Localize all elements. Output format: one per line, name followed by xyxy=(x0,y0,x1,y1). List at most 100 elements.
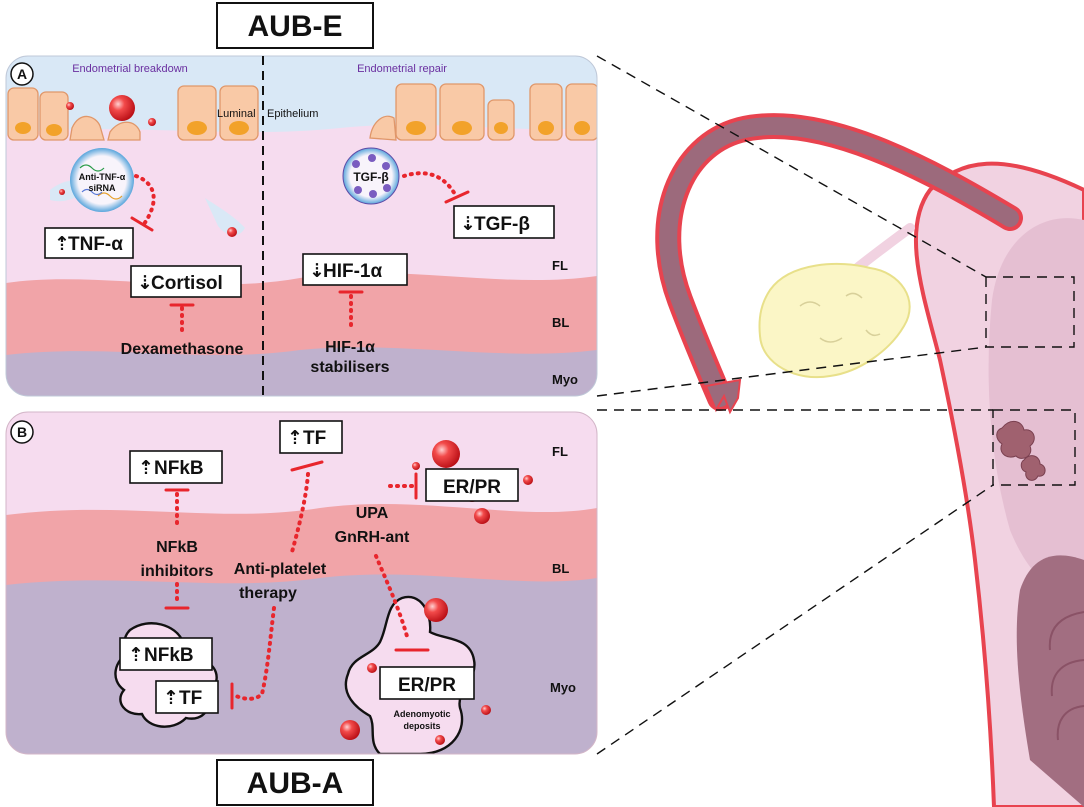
cervical-canal xyxy=(1016,555,1084,807)
svg-text:ER/PR: ER/PR xyxy=(443,477,501,498)
red-blood-cell xyxy=(340,720,360,740)
svg-text:NFkB: NFkB xyxy=(144,645,194,666)
svg-text:⇡: ⇡ xyxy=(138,458,154,479)
inhibition-bar xyxy=(130,216,154,232)
inhibition-tf-bottom xyxy=(234,606,276,701)
anti-tnf-sirna-liposome: Anti-TNF-α siRNA xyxy=(70,148,134,212)
inhibition-bar xyxy=(444,190,470,204)
ovary xyxy=(758,263,911,379)
antiplatelet-label-1: Anti-platelet xyxy=(234,561,327,578)
hif-stabilisers-label-1: HIF-1α xyxy=(325,339,375,356)
gnrh-label: GnRH-ant xyxy=(335,529,410,546)
title-aub-a: AUB-A xyxy=(216,759,374,806)
svg-text:ER/PR: ER/PR xyxy=(398,675,456,696)
title-aub-a-box xyxy=(216,759,374,806)
hif-1a-box: ⇣ HIF-1α xyxy=(302,253,408,286)
epithelium-cells-right xyxy=(369,83,597,141)
cortisol-box: ⇣ Cortisol xyxy=(130,265,242,298)
erpr-box-bottom: ER/PR xyxy=(379,666,475,700)
nfkb-box-bottom: ⇡ NFkB xyxy=(119,637,213,671)
gland-fragment xyxy=(205,198,245,236)
inhibition-tf xyxy=(290,472,310,554)
red-blood-cell xyxy=(227,227,237,237)
svg-text:B: B xyxy=(17,424,27,440)
title-aub-e-box xyxy=(216,2,374,49)
dexamethasone-label: Dexamethasone xyxy=(121,341,244,358)
epithelium-cells-left xyxy=(7,85,259,141)
fallopian-tube xyxy=(659,117,1019,407)
adenomyotic-label-2: deposits xyxy=(403,721,440,731)
header-breakdown: Endometrial breakdown xyxy=(72,63,188,75)
adenomyotic-label-1: Adenomyotic xyxy=(393,709,450,719)
red-blood-cell xyxy=(148,118,156,126)
nfkb-inhibitors-label-2: inhibitors xyxy=(141,563,214,580)
layer-myo-label: Myo xyxy=(552,372,578,387)
layer-bl-label: BL xyxy=(552,315,569,330)
svg-text:NFkB: NFkB xyxy=(154,458,204,479)
red-blood-cell xyxy=(367,663,377,673)
luminal-label: Luminal xyxy=(217,108,256,120)
tf-box-top: ⇡ TF xyxy=(279,420,343,454)
svg-text:⇣: ⇣ xyxy=(309,261,325,282)
red-blood-cell xyxy=(474,508,490,524)
svg-text:TNF-α: TNF-α xyxy=(68,234,123,255)
red-blood-cell xyxy=(523,475,533,485)
panel-b xyxy=(6,412,597,754)
zoom-connector xyxy=(596,484,994,755)
svg-text:TF: TF xyxy=(179,688,202,709)
red-blood-cell xyxy=(412,462,420,470)
myometrium-layer xyxy=(6,347,597,396)
layer-fl-label: FL xyxy=(552,258,568,273)
sirna-label: siRNA xyxy=(88,183,116,193)
layer-bl-label: BL xyxy=(552,561,569,576)
zoom-connector xyxy=(596,346,987,397)
layer-myo-label: Myo xyxy=(550,680,576,695)
panel-b-border xyxy=(5,411,598,755)
red-blood-cell xyxy=(432,440,460,468)
svg-text:TF: TF xyxy=(303,428,326,449)
nfkb-inhibitors-label-1: NFkB xyxy=(156,539,198,556)
zoom-connector xyxy=(596,55,987,278)
tnf-alpha-box: ⇡ TNF-α xyxy=(44,227,134,259)
panel-a-label: A xyxy=(10,62,34,86)
epithelium-label: Epithelium xyxy=(267,108,318,120)
inhibition-bar xyxy=(290,460,324,472)
inhibition-erpr-bottom xyxy=(374,554,410,642)
svg-text:⇡: ⇡ xyxy=(163,688,179,709)
tgf-bubble-label: TGF-β xyxy=(353,170,388,184)
svg-text:HIF-1α: HIF-1α xyxy=(323,261,383,282)
red-blood-cell xyxy=(424,598,448,622)
header-repair: Endometrial repair xyxy=(357,63,447,75)
hif-stabilisers-label-2: stabilisers xyxy=(310,359,389,376)
svg-text:⇡: ⇡ xyxy=(54,234,70,255)
myometrium-layer xyxy=(6,574,597,754)
tgf-beta-box: ⇣ TGF-β xyxy=(453,205,555,239)
svg-text:⇣: ⇣ xyxy=(137,273,153,294)
adenomyosis-deposit xyxy=(1020,455,1046,481)
antiplatelet-label-2: therapy xyxy=(239,585,297,602)
layer-fl-label: FL xyxy=(552,444,568,459)
panel-b-label: B xyxy=(10,420,34,444)
svg-text:⇡: ⇡ xyxy=(128,645,144,666)
title-aub-e-text: AUB-E xyxy=(248,10,343,43)
inhibition-tgf xyxy=(402,171,458,198)
zoom-box-adenomyosis xyxy=(992,409,1076,486)
uterus-illustration xyxy=(655,113,1084,807)
svg-text:⇡: ⇡ xyxy=(287,428,303,449)
uterine-cavity xyxy=(988,218,1084,601)
tgf-beta-vesicle: TGF-β xyxy=(342,147,400,205)
panel-a-border xyxy=(5,55,598,397)
red-blood-cell xyxy=(435,735,445,745)
nfkb-box-top: ⇡ NFkB xyxy=(129,450,223,484)
cervical-folds xyxy=(1048,611,1084,741)
erpr-box-top: ER/PR xyxy=(425,468,519,502)
title-aub-a-text: AUB-A xyxy=(247,767,344,800)
title-aub-e: AUB-E xyxy=(216,2,374,49)
tf-box-bottom: ⇡ TF xyxy=(155,680,219,714)
anti-tnf-label: Anti-TNF-α xyxy=(79,172,126,182)
svg-text:A: A xyxy=(17,66,27,82)
red-blood-cell xyxy=(109,95,135,121)
svg-text:⇣: ⇣ xyxy=(460,214,476,235)
